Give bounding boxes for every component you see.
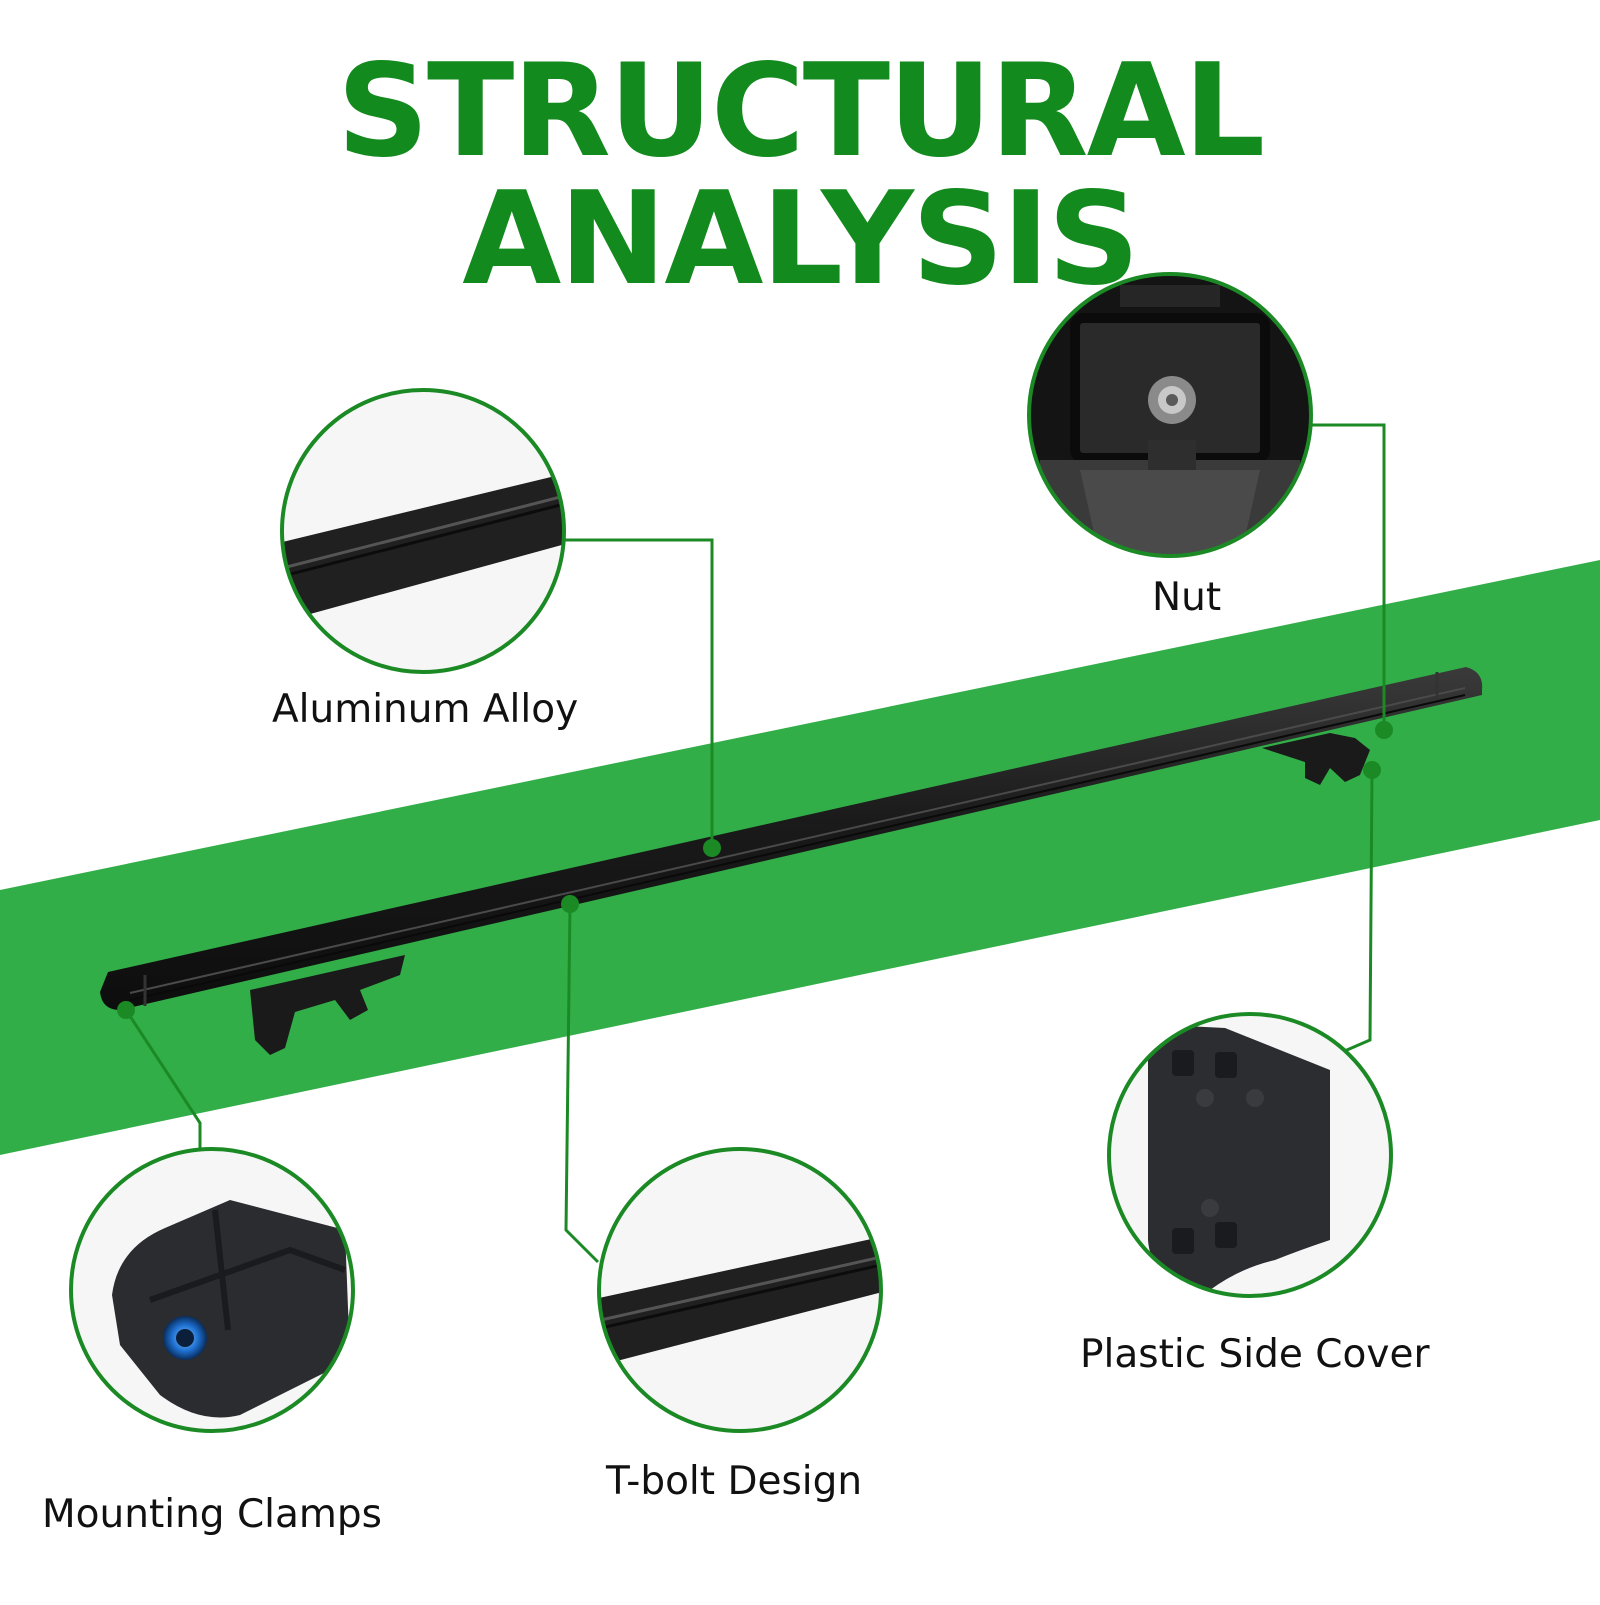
dot-t-bolt: [561, 895, 579, 913]
green-band: [0, 560, 1600, 1155]
detail-circle-nut: [1027, 272, 1313, 558]
connector-aluminum-alloy: [564, 538, 714, 848]
connector-nut: [1311, 423, 1386, 730]
dot-plastic-side-cover: [1363, 761, 1381, 779]
connector-t-bolt: [564, 903, 600, 1264]
dot-mounting-clamps: [117, 1001, 135, 1019]
left-foot-clamp: [250, 955, 405, 1055]
right-foot-clamp: [1262, 733, 1370, 785]
page-title: STRUCTURAL ANALYSIS: [336, 37, 1265, 314]
label-t-bolt-design: T-bolt Design: [606, 1459, 863, 1504]
label-nut: Nut: [1152, 575, 1222, 620]
dot-aluminum-alloy: [703, 839, 721, 857]
label-mounting-clamps: Mounting Clamps: [42, 1492, 382, 1537]
detail-circle-aluminum-alloy: [280, 388, 566, 674]
connector-dots: [117, 721, 1393, 1019]
dot-nut: [1375, 721, 1393, 739]
detail-circle-t-bolt-design: [597, 1147, 883, 1433]
crossbar: [100, 667, 1483, 1010]
detail-circle-mounting-clamps: [69, 1147, 355, 1433]
label-plastic-side-cover: Plastic Side Cover: [1080, 1332, 1430, 1377]
detail-circle-plastic-side-cover: [1107, 1012, 1393, 1298]
label-aluminum-alloy: Aluminum Alloy: [272, 687, 579, 732]
